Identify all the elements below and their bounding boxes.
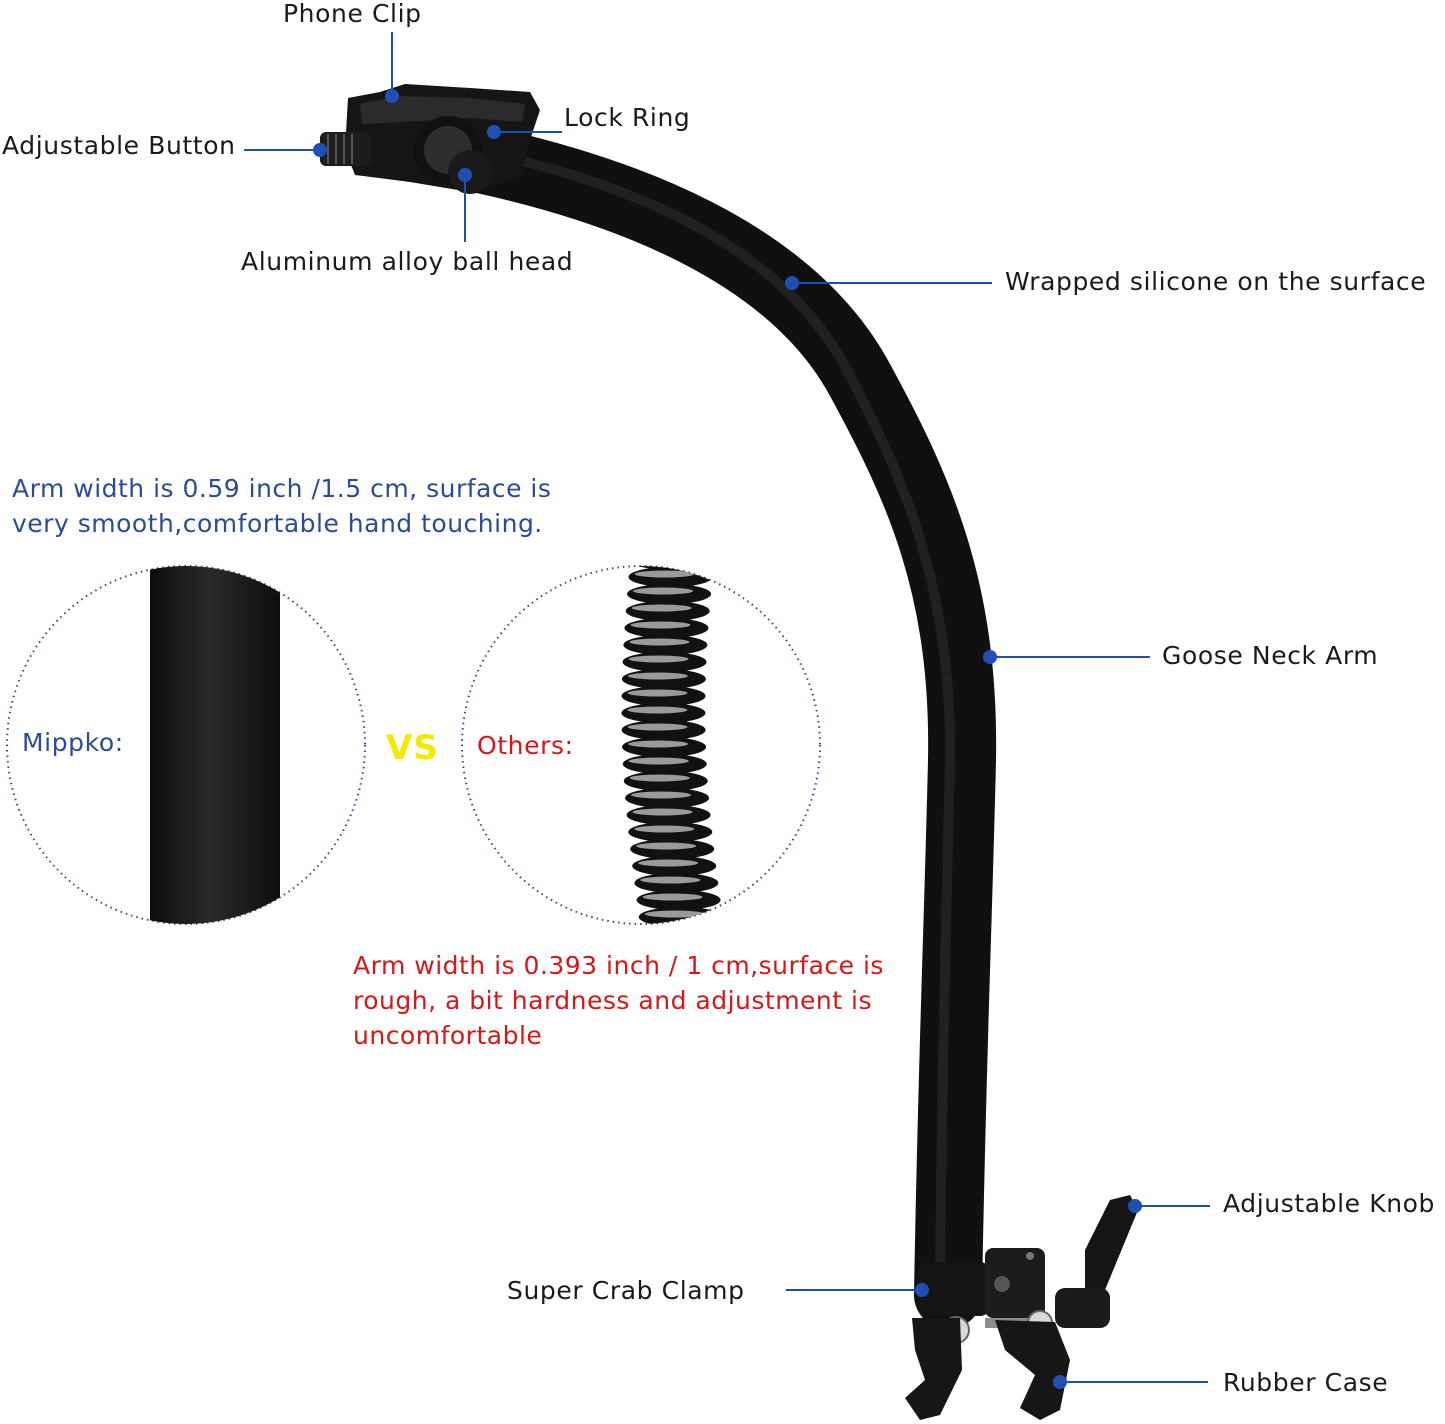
- ball-head-label: Aluminum alloy ball head: [241, 247, 574, 276]
- phone-clip: [320, 84, 540, 194]
- coil-highlight: [632, 808, 693, 816]
- coil-highlight: [634, 570, 695, 578]
- rubber-case-label: Rubber Case: [1223, 1368, 1389, 1397]
- lock-ring-label: Lock Ring: [564, 103, 691, 132]
- coil-highlight: [627, 723, 688, 731]
- coil-highlight: [644, 910, 705, 918]
- mippko-note: Arm width is 0.59 inch /1.5 cm, surface …: [12, 474, 552, 538]
- coil-highlight: [629, 774, 690, 782]
- others-comparison-circle: [461, 554, 821, 944]
- coil-highlight: [642, 893, 703, 901]
- goose-neck-arm: [451, 126, 997, 1329]
- coil-highlight: [630, 621, 691, 629]
- pointer-lines: [244, 32, 1210, 1383]
- coil-segment: [641, 924, 725, 944]
- coil-highlight: [628, 655, 689, 663]
- coil-segment: [630, 566, 714, 570]
- coil-highlight: [631, 791, 692, 799]
- silicone-surface-label: Wrapped silicone on the surface: [1005, 267, 1427, 296]
- others-note: Arm width is 0.393 inch / 1 cm,surface i…: [353, 951, 884, 1050]
- goose-neck-arm-label: Goose Neck Arm: [1162, 641, 1379, 670]
- vs-label: VS: [386, 728, 439, 768]
- coil-highlight: [627, 672, 688, 680]
- phone-clip-label: Phone Clip: [283, 0, 422, 28]
- adjustable-knob-label: Adjustable Knob: [1223, 1189, 1436, 1218]
- coil-highlight: [627, 706, 688, 714]
- coil-highlight: [627, 689, 688, 697]
- coil-highlight: [638, 859, 699, 867]
- coil-highlight: [628, 740, 689, 748]
- coil-highlight: [633, 587, 694, 595]
- coil-highlight: [631, 604, 692, 612]
- super-crab-clamp: [905, 1195, 1138, 1420]
- coil-highlight: [640, 876, 701, 884]
- coil-highlight: [636, 842, 697, 850]
- super-crab-clamp-label: Super Crab Clamp: [507, 1276, 745, 1305]
- coil-highlight: [628, 757, 689, 765]
- mippko-comparison-circle: [6, 565, 366, 925]
- coil-highlight: [629, 638, 690, 646]
- coil-highlight: [634, 825, 695, 833]
- mippko-label: Mippko:: [22, 728, 124, 757]
- pointer-dots: [313, 89, 1142, 1389]
- others-label: Others:: [477, 731, 574, 760]
- coil-highlight: [636, 554, 696, 561]
- coil-highlight: [647, 928, 707, 935]
- adjustable-button-label: Adjustable Button: [2, 131, 236, 160]
